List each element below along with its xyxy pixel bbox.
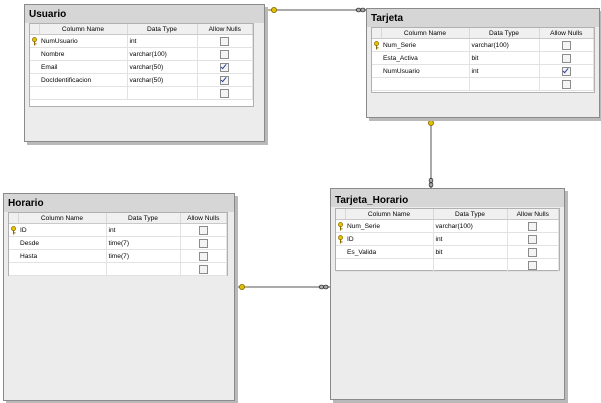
column-name-cell[interactable]: DocIdentificacion xyxy=(39,73,128,87)
table-tarjeta[interactable]: Tarjeta Column Name Data Type Allow Null… xyxy=(366,8,600,118)
allow-nulls-checkbox[interactable] xyxy=(561,53,571,63)
column-name-cell[interactable]: Num_Serie xyxy=(381,38,470,52)
data-type-cell[interactable]: int xyxy=(106,223,181,237)
primary-key-icon xyxy=(31,36,38,45)
table-row-empty[interactable] xyxy=(30,86,253,100)
data-type-cell[interactable]: varchar(100) xyxy=(469,38,540,52)
allow-nulls-checkbox[interactable] xyxy=(198,238,208,248)
allow-nulls-checkbox[interactable] xyxy=(220,62,230,72)
header-column-name: Column Name xyxy=(381,28,470,39)
infinity-icon xyxy=(355,7,366,13)
column-grid: Column Name Data Type Allow Nulls Num_Se… xyxy=(372,28,594,91)
allow-nulls-checkbox[interactable] xyxy=(198,251,208,261)
data-type-cell[interactable]: int xyxy=(127,34,198,48)
header-allow-nulls: Allow Nulls xyxy=(507,209,559,220)
column-name-cell[interactable]: ID xyxy=(345,232,434,246)
column-name-cell[interactable]: NumUsuario xyxy=(381,64,470,78)
header-column-name: Column Name xyxy=(345,209,434,220)
column-name-cell[interactable]: NumUsuario xyxy=(39,34,128,48)
table-title[interactable]: Tarjeta xyxy=(367,9,599,27)
column-grid: Column Name Data Type Allow Nulls NumUsu… xyxy=(30,24,253,100)
table-row-empty[interactable] xyxy=(9,262,227,276)
key-icon xyxy=(239,284,247,290)
column-name-cell[interactable]: Desde xyxy=(18,236,107,250)
allow-nulls-checkbox[interactable] xyxy=(198,264,208,274)
column-name-cell[interactable]: Email xyxy=(39,60,128,74)
data-type-cell[interactable]: varchar(50) xyxy=(127,60,198,74)
column-name-cell[interactable]: Es_Valida xyxy=(345,245,434,259)
key-icon xyxy=(428,118,434,126)
data-type-cell[interactable]: int xyxy=(433,232,508,246)
column-name-cell[interactable]: Num_Serie xyxy=(345,219,434,233)
infinity-icon xyxy=(318,284,329,290)
allow-nulls-checkbox[interactable] xyxy=(528,247,538,257)
data-type-cell[interactable]: time(7) xyxy=(106,236,181,250)
table-title[interactable]: Tarjeta_Horario xyxy=(331,189,564,207)
allow-nulls-checkbox[interactable] xyxy=(561,79,571,89)
allow-nulls-checkbox[interactable] xyxy=(528,260,538,270)
table-usuario[interactable]: Usuario Column Name Data Type Allow Null… xyxy=(24,4,265,142)
allow-nulls-checkbox[interactable] xyxy=(528,221,538,231)
column-name-cell[interactable]: Hasta xyxy=(18,249,107,263)
data-type-cell[interactable]: bit xyxy=(433,245,508,259)
allow-nulls-checkbox[interactable] xyxy=(528,234,538,244)
column-grid: Column Name Data Type Allow Nulls Num_Se… xyxy=(336,209,559,272)
primary-key-icon xyxy=(10,225,17,234)
header-data-type: Data Type xyxy=(469,28,540,39)
header-column-name: Column Name xyxy=(39,24,128,35)
allow-nulls-checkbox[interactable] xyxy=(220,49,230,59)
header-allow-nulls: Allow Nulls xyxy=(180,213,227,224)
data-type-cell[interactable]: time(7) xyxy=(106,249,181,263)
header-allow-nulls: Allow Nulls xyxy=(197,24,253,35)
header-data-type: Data Type xyxy=(433,209,508,220)
table-row-empty[interactable] xyxy=(372,77,594,91)
allow-nulls-checkbox[interactable] xyxy=(220,75,230,85)
key-icon xyxy=(268,7,277,13)
allow-nulls-checkbox[interactable] xyxy=(220,88,230,98)
primary-key-icon xyxy=(373,40,380,49)
header-column-name: Column Name xyxy=(18,213,107,224)
data-type-cell[interactable]: int xyxy=(469,64,540,78)
table-title[interactable]: Horario xyxy=(4,194,234,212)
allow-nulls-checkbox[interactable] xyxy=(220,36,230,46)
column-name-cell[interactable]: Esta_Activa xyxy=(381,51,470,65)
data-type-cell[interactable]: varchar(50) xyxy=(127,73,198,87)
data-type-cell[interactable]: varchar(100) xyxy=(433,219,508,233)
data-type-cell[interactable]: varchar(100) xyxy=(127,47,198,61)
allow-nulls-checkbox[interactable] xyxy=(561,40,571,50)
allow-nulls-checkbox[interactable] xyxy=(198,225,208,235)
primary-key-icon xyxy=(337,234,344,243)
table-tarjeta-horario[interactable]: Tarjeta_Horario Column Name Data Type Al… xyxy=(330,188,565,400)
table-horario[interactable]: Horario Column Name Data Type Allow Null… xyxy=(3,193,235,401)
column-name-cell[interactable]: Nombre xyxy=(39,47,128,61)
data-type-cell[interactable]: bit xyxy=(469,51,540,65)
column-name-cell[interactable]: ID xyxy=(18,223,107,237)
primary-key-icon xyxy=(337,221,344,230)
table-title[interactable]: Usuario xyxy=(25,5,264,23)
table-row-empty[interactable] xyxy=(336,258,559,272)
allow-nulls-checkbox[interactable] xyxy=(561,66,571,76)
header-data-type: Data Type xyxy=(127,24,198,35)
infinity-icon xyxy=(428,177,434,188)
header-data-type: Data Type xyxy=(106,213,181,224)
header-allow-nulls: Allow Nulls xyxy=(539,28,594,39)
